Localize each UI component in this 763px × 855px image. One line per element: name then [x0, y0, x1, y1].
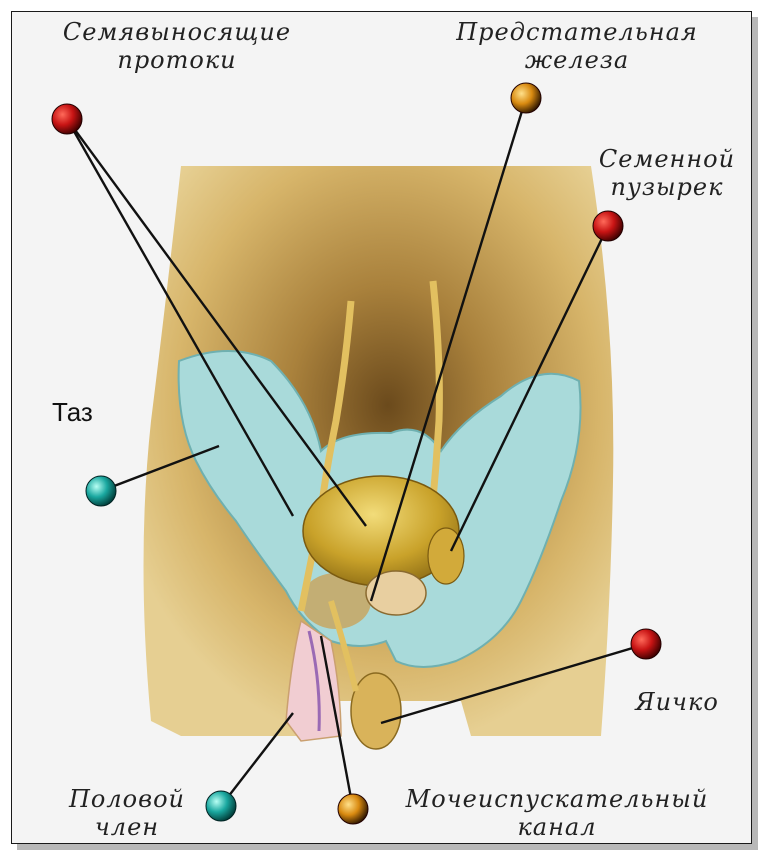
- anatomy-illustration: [12, 12, 752, 844]
- label-penis-line2: член: [52, 813, 202, 841]
- diagram-frame: Семявыносящие протоки Предстательная жел…: [11, 11, 752, 844]
- label-testicle: Яичко: [627, 688, 727, 716]
- label-prostate-line1: Предстательная: [437, 18, 717, 46]
- label-penis-line1: Половой: [52, 785, 202, 813]
- label-penis: Половой член: [52, 785, 202, 841]
- label-prostate: Предстательная железа: [437, 18, 717, 74]
- label-testicle-text: Яичко: [627, 688, 727, 716]
- marker-urethra: [338, 794, 368, 824]
- label-urethra: Мочеиспускательный канал: [387, 785, 727, 841]
- marker-vas-deferens: [52, 104, 82, 134]
- prostate-organ: [366, 571, 426, 615]
- marker-seminal-vesicle: [593, 211, 623, 241]
- label-urethra-line2: канал: [387, 813, 727, 841]
- marker-prostate: [511, 83, 541, 113]
- label-vas-deferens-line1: Семявыносящие: [32, 18, 322, 46]
- label-seminal-vesicle-line1: Семенной: [587, 145, 747, 173]
- marker-penis: [206, 791, 236, 821]
- label-seminal-vesicle: Семенной пузырек: [587, 145, 747, 201]
- label-prostate-line2: железа: [437, 46, 717, 74]
- label-pelvis: Таз: [52, 397, 93, 428]
- testicle-organ: [351, 673, 401, 749]
- label-vas-deferens-line2: протоки: [32, 46, 322, 74]
- label-seminal-vesicle-line2: пузырек: [587, 173, 747, 201]
- marker-pelvis: [86, 476, 116, 506]
- label-urethra-line1: Мочеиспускательный: [387, 785, 727, 813]
- marker-testicle: [631, 629, 661, 659]
- label-vas-deferens: Семявыносящие протоки: [32, 18, 322, 74]
